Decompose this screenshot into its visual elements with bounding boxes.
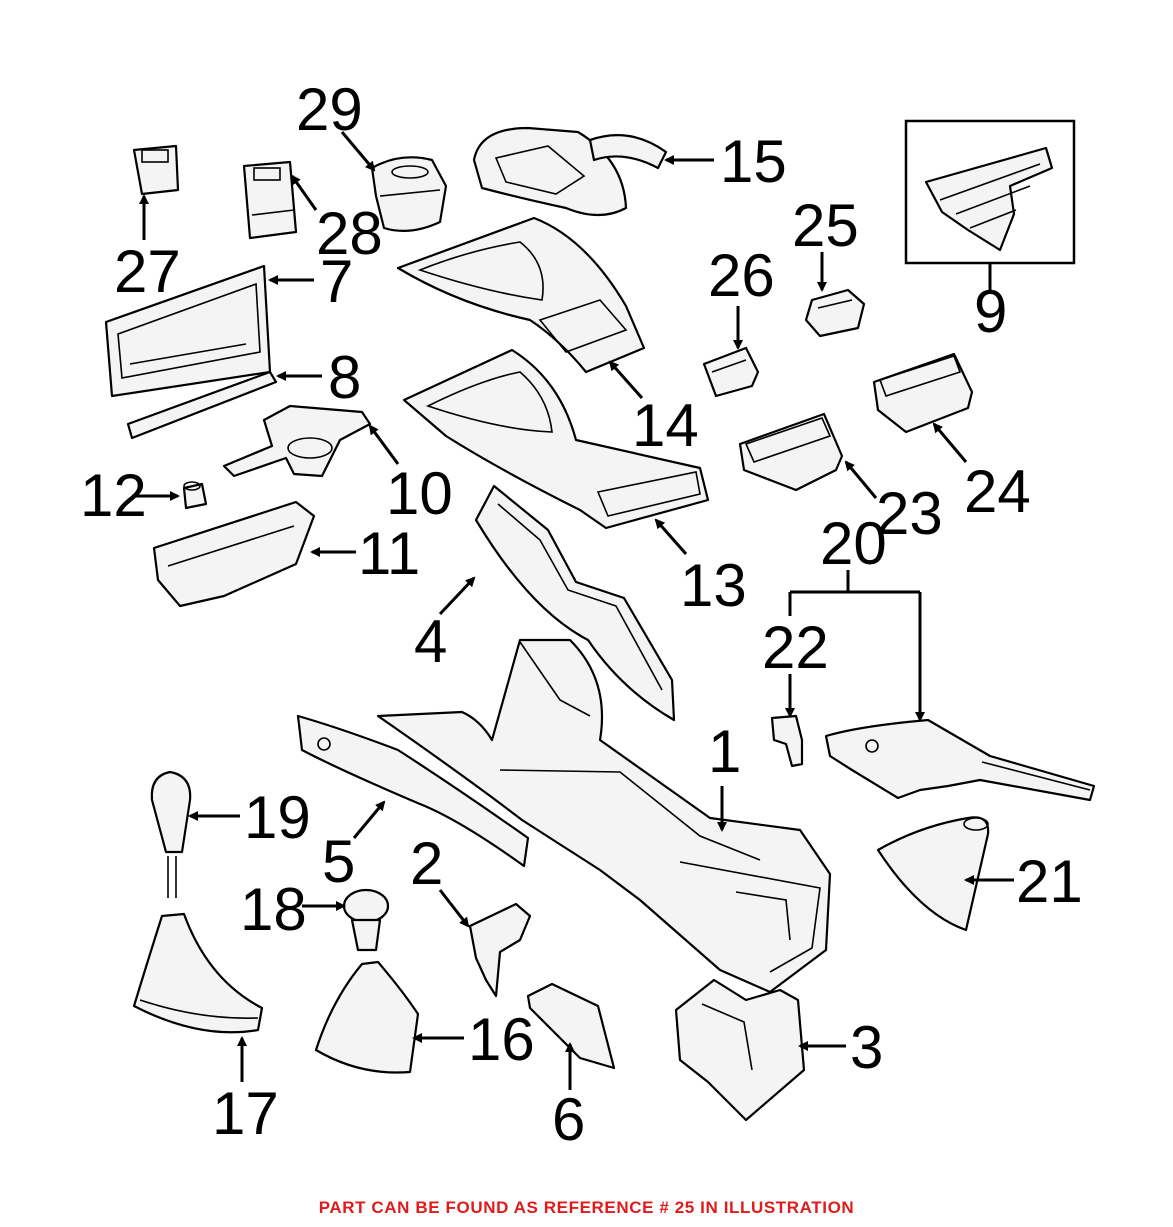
part-11-bracket[interactable] (152, 500, 316, 608)
part-28-switch[interactable] (242, 160, 298, 240)
callout-23[interactable]: 23 (876, 480, 943, 547)
part-19-shift-knob[interactable] (150, 770, 192, 898)
part-23-storage-box[interactable] (738, 412, 844, 492)
callout-9[interactable]: 9 (974, 278, 1007, 345)
callout-10[interactable]: 10 (386, 460, 453, 527)
part-8-trim-strip[interactable] (126, 370, 278, 440)
part-2-bracket[interactable] (468, 902, 532, 998)
part-29-switch[interactable] (370, 156, 448, 233)
part-17-boot[interactable] (132, 912, 264, 1034)
part-9-switch-set[interactable] (904, 119, 1076, 265)
callout-28[interactable]: 28 (316, 200, 383, 267)
callout-14[interactable]: 14 (632, 392, 699, 459)
part-3-bracket[interactable] (674, 978, 806, 1122)
part-26-tray[interactable] (702, 346, 760, 398)
part-4-side-trim[interactable] (474, 484, 676, 722)
leader-lines (132, 131, 1014, 1090)
callout-1[interactable]: 1 (708, 718, 741, 785)
part-25-switch[interactable] (804, 288, 866, 338)
part-24-storage-box[interactable] (872, 352, 974, 434)
callout-7[interactable]: 7 (320, 248, 353, 315)
callout-5[interactable]: 5 (322, 828, 355, 895)
callout-16[interactable]: 16 (468, 1006, 535, 1073)
callout-22[interactable]: 22 (762, 614, 829, 681)
callout-25[interactable]: 25 (792, 192, 859, 259)
part-14-console-top[interactable] (396, 216, 646, 374)
callout-3[interactable]: 3 (850, 1014, 883, 1081)
part-15-shift-bezel[interactable] (472, 126, 668, 217)
part-6-panel[interactable] (526, 982, 616, 1070)
part-5-side-panel[interactable] (296, 714, 530, 868)
callout-labels: 29 15 25 9 27 28 7 26 8 14 12 10 11 23 2… (80, 76, 1083, 1153)
callout-11[interactable]: 11 (358, 520, 420, 587)
callout-19[interactable]: 19 (244, 784, 311, 851)
part-10-cup-holder[interactable] (222, 404, 372, 478)
part-18-knob[interactable] (342, 888, 390, 952)
callout-20[interactable]: 20 (820, 510, 887, 577)
callout-6[interactable]: 6 (552, 1086, 585, 1153)
part-20-handbrake[interactable] (824, 718, 1096, 802)
part-21-boot[interactable] (876, 816, 990, 932)
callout-15[interactable]: 15 (720, 128, 787, 195)
callout-27[interactable]: 27 (114, 238, 181, 305)
callout-17[interactable]: 17 (212, 1080, 279, 1147)
callout-2[interactable]: 2 (410, 830, 443, 897)
callout-4[interactable]: 4 (414, 608, 447, 675)
callout-8[interactable]: 8 (328, 344, 361, 411)
part-22-clip[interactable] (770, 714, 804, 768)
reference-note: PART CAN BE FOUND AS REFERENCE # 25 IN I… (318, 1198, 855, 1217)
callout-24[interactable]: 24 (964, 458, 1031, 525)
callout-18[interactable]: 18 (240, 876, 307, 943)
part-16-boot[interactable] (314, 960, 420, 1074)
callout-21[interactable]: 21 (1016, 848, 1083, 915)
part-1-main-console[interactable] (376, 638, 832, 994)
part-13-console-rear[interactable] (402, 348, 710, 530)
callout-29[interactable]: 29 (296, 76, 363, 143)
callout-26[interactable]: 26 (708, 242, 775, 309)
part-12-knob[interactable] (182, 481, 208, 510)
part-27-switch[interactable] (132, 144, 180, 196)
callout-13[interactable]: 13 (680, 552, 747, 619)
callout-12[interactable]: 12 (80, 462, 147, 529)
